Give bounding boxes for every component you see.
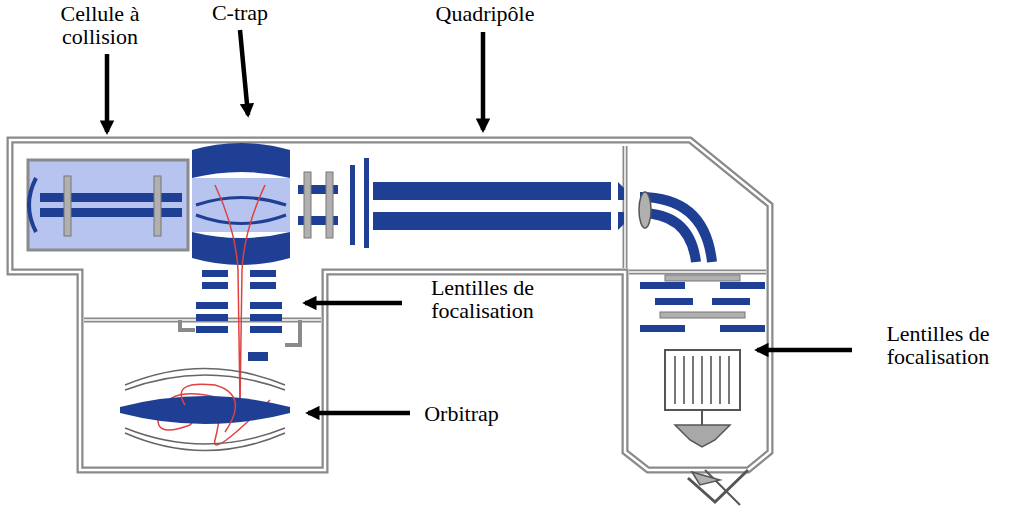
transfer-lenses (298, 165, 355, 245)
source-lenses (640, 275, 765, 447)
quadrupole (364, 158, 624, 248)
spray-needle (688, 470, 748, 505)
leader-arrows (107, 30, 852, 413)
collision-cell (28, 160, 188, 250)
lens-label: Lentilles de focalisation (859, 322, 1017, 368)
orbitrap-label: Orbitrap (414, 402, 509, 425)
orbitrap-lenses (196, 270, 282, 361)
c-trap (192, 143, 290, 265)
housing (10, 140, 770, 470)
bent-guide (639, 192, 712, 262)
quadrupole-label: Quadripôle (420, 2, 550, 25)
cell-label: Cellule à collision (40, 2, 160, 48)
lens-label: Lentilles de focalisation (405, 276, 560, 322)
orbitrap-cell (120, 369, 290, 451)
ctrap-label: C-trap (195, 1, 285, 24)
